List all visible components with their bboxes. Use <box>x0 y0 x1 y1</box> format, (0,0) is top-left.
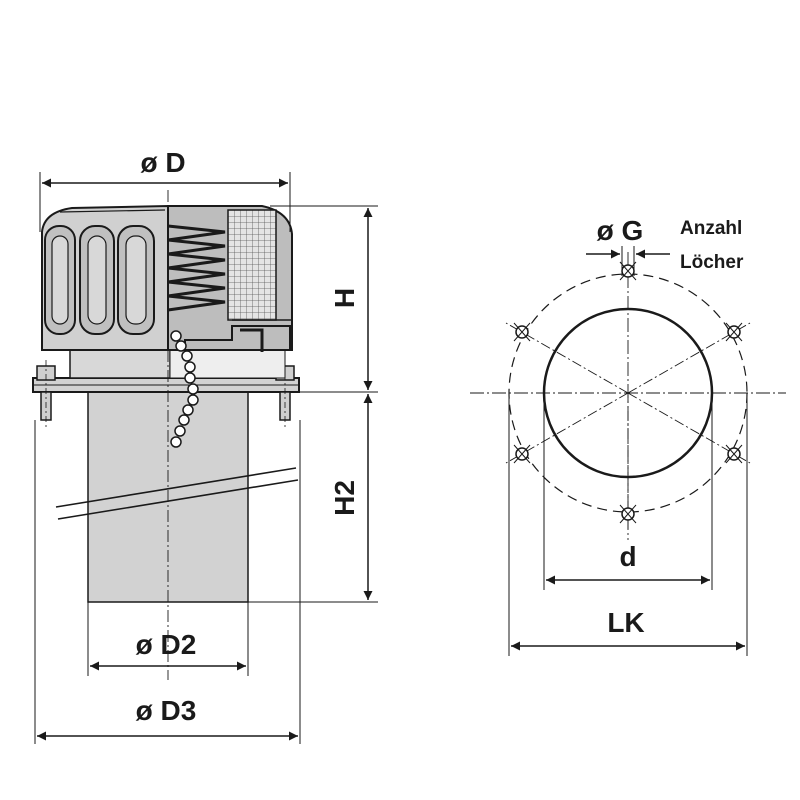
dimension-D3: ø D3 <box>34 420 301 744</box>
chain <box>170 330 199 448</box>
bolt-left <box>36 360 56 430</box>
breather-cap <box>41 204 293 352</box>
dimension-LK: LK <box>508 393 748 656</box>
flange-view: ø G Anzahl Löcher d LK <box>470 215 786 656</box>
break-line <box>55 467 299 520</box>
filter-mesh <box>227 209 277 321</box>
note-hole-count-line1: Anzahl <box>680 218 742 239</box>
label-D3: ø D3 <box>136 695 197 726</box>
dimension-H2: H2 <box>248 394 378 603</box>
dimension-H: H <box>270 205 378 393</box>
label-G: ø G <box>597 215 644 246</box>
label-H2: H2 <box>329 480 360 516</box>
dimension-D: ø D <box>39 147 291 232</box>
cap-neck <box>69 349 171 379</box>
dimension-D2: ø D2 <box>87 602 249 676</box>
dimension-d: d <box>543 393 713 590</box>
label-LK: LK <box>607 607 644 638</box>
dimension-G: ø G <box>586 215 670 276</box>
label-D2: ø D2 <box>136 629 197 660</box>
label-H: H <box>329 288 360 308</box>
label-d: d <box>619 541 636 572</box>
label-D: ø D <box>140 147 185 178</box>
side-view: ø D H H2 ø D2 ø D3 <box>32 147 378 744</box>
note-hole-count-line2: Löcher <box>680 252 744 273</box>
